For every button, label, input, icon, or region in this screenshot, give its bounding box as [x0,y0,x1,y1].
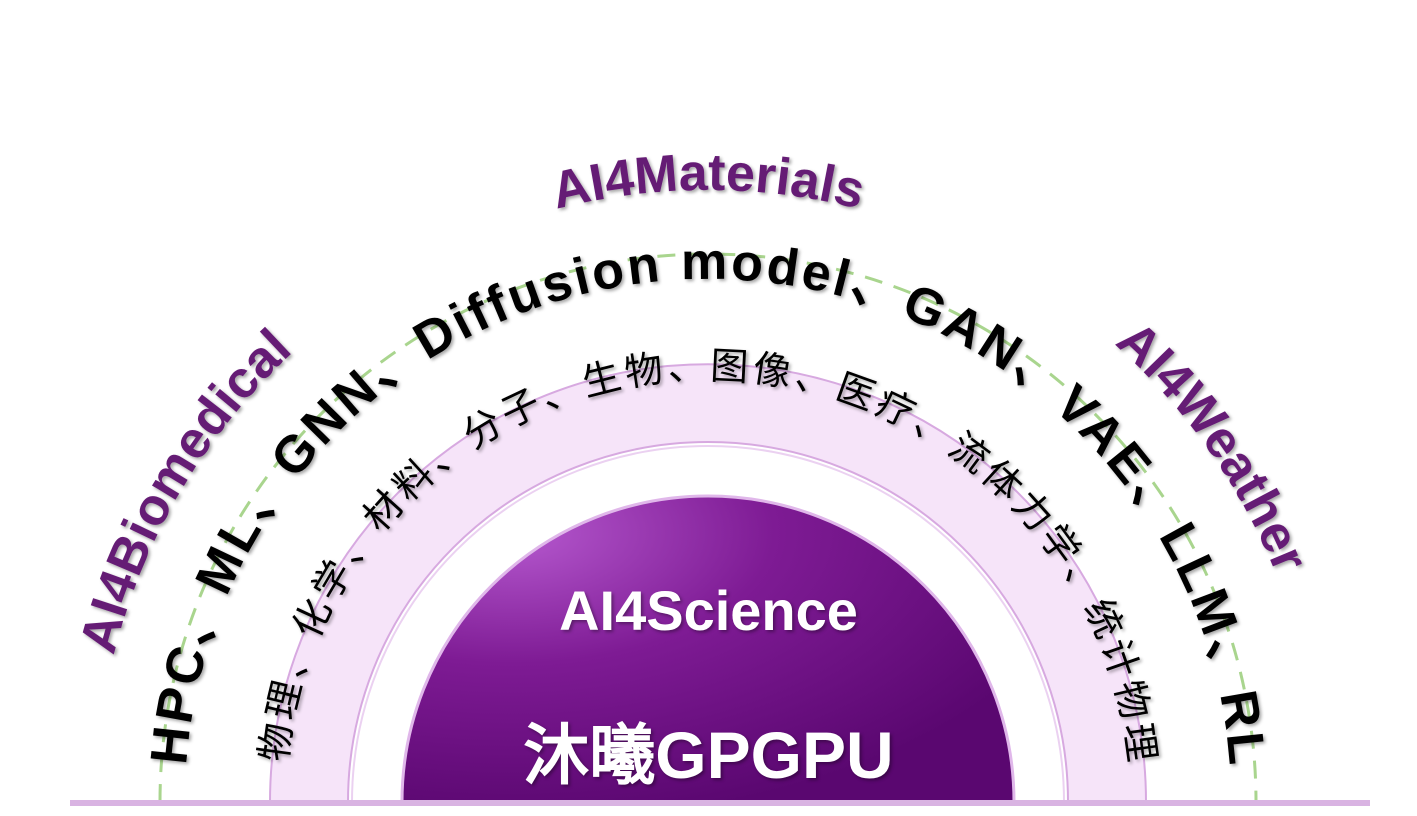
inner-band-edge [351,445,1065,803]
core-subtitle: 沐曦GPGPU [523,718,894,792]
dashed-outer-arc [158,252,1258,803]
baseline [70,800,1370,806]
field-ring [268,363,1148,803]
core-semicircle [400,494,1016,804]
domain-label-top: AI4Materials [546,144,870,221]
core-title: AI4Science [559,579,858,642]
